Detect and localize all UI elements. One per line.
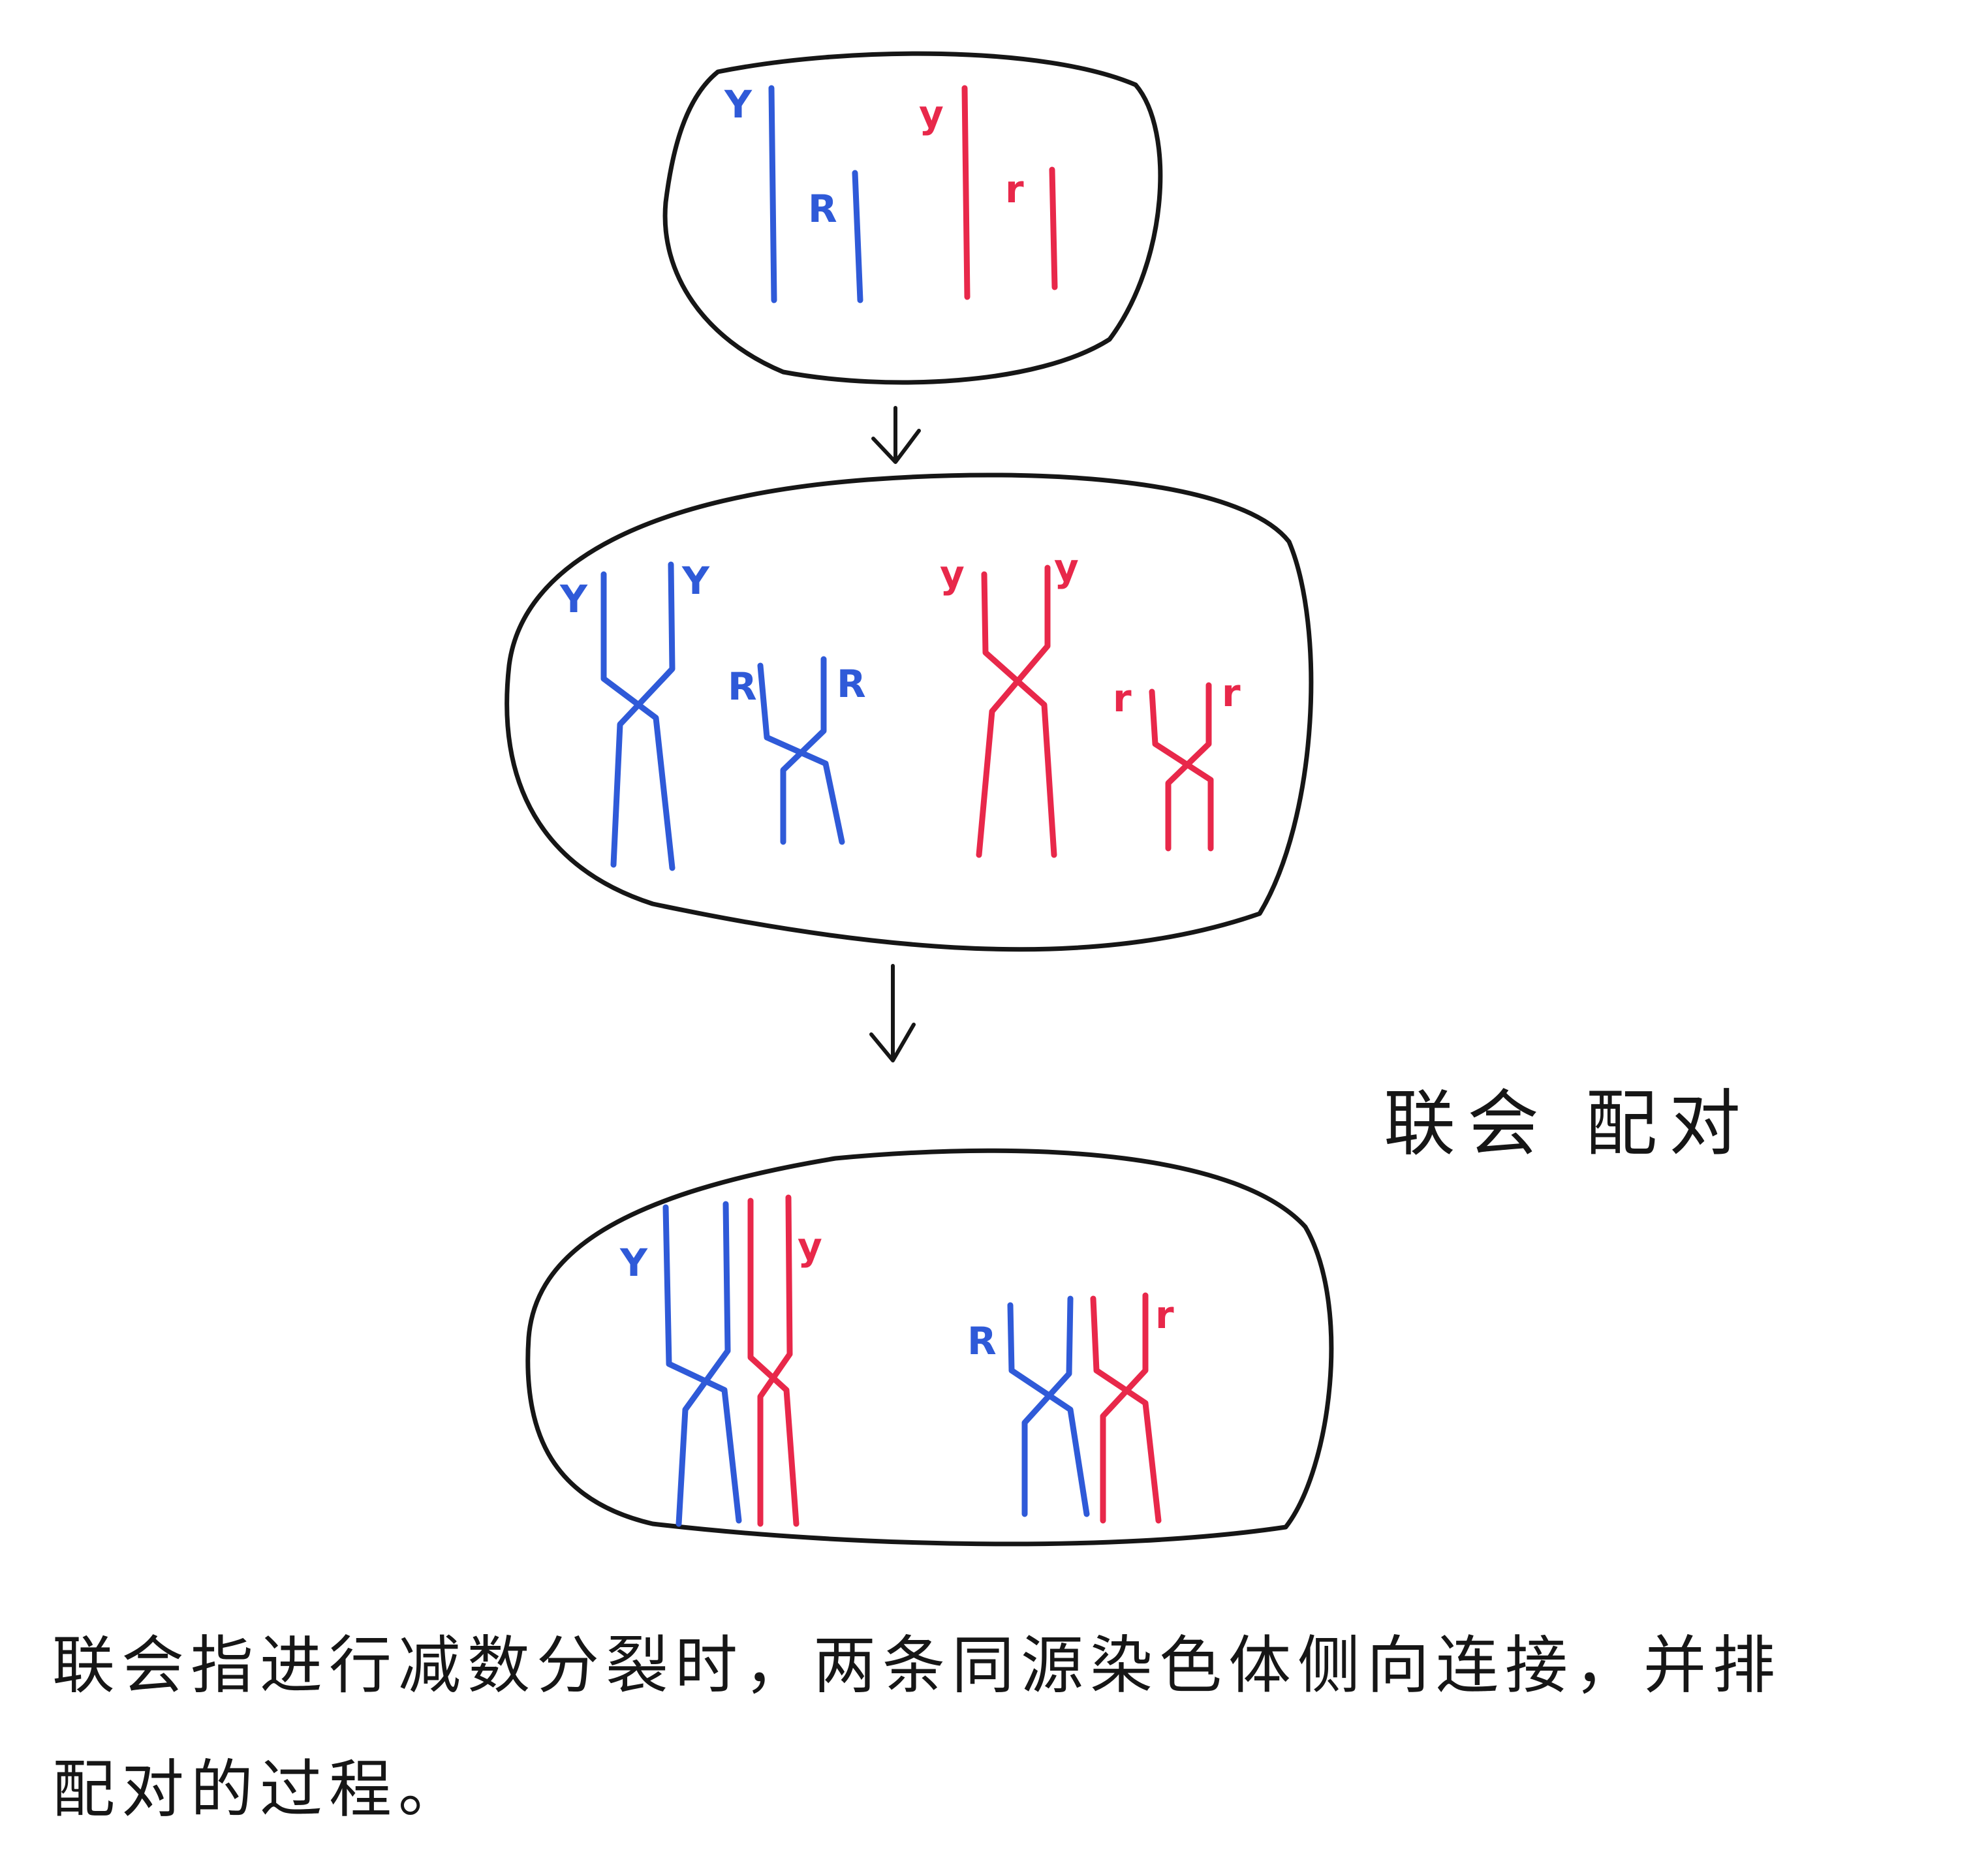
allele-label: Y: [559, 577, 588, 621]
caption-line-2: 配对的过程。: [52, 1753, 467, 1826]
chromosome-blue-Y: [768, 85, 777, 303]
chromatid-pair-blue-R: [757, 656, 845, 845]
allele-label: y: [1054, 546, 1079, 590]
allele-label: Y: [681, 559, 710, 603]
allele-label: r: [1113, 676, 1132, 720]
down-arrow-icon: [869, 964, 916, 1062]
cell-3-tetrads: [662, 1194, 1162, 1527]
side-label: 联会 配对: [1384, 1082, 1752, 1166]
tetrad-R-r: [1007, 1292, 1162, 1524]
allele-label: r: [1005, 167, 1024, 211]
tetrad-Y-y: [662, 1194, 800, 1527]
allele-label: R: [808, 187, 837, 231]
allele-label: Y: [619, 1241, 648, 1285]
allele-label: R: [967, 1319, 997, 1363]
cell-1-allele-labels: Y R y r: [724, 82, 1024, 231]
allele-label: y: [940, 552, 965, 596]
allele-label: Y: [724, 82, 753, 127]
caption-line-1: 联会指进行减数分裂时，两条同源染色体侧向连接，并排: [52, 1629, 1782, 1702]
cell-3-allele-labels: Y y R r: [619, 1224, 1174, 1363]
chromatid-pair-red-y: [976, 564, 1057, 858]
chromosome-red-y: [961, 85, 971, 300]
cell-3-outline: [525, 1148, 1334, 1547]
allele-label: y: [919, 92, 944, 136]
cell-1-chromosomes: [768, 85, 1058, 303]
chromosome-blue-R: [852, 170, 863, 303]
allele-label: R: [837, 662, 866, 706]
allele-label: r: [1222, 671, 1241, 715]
allele-label: R: [728, 664, 757, 709]
cell-2-allele-labels: Y Y R R y y r r: [559, 546, 1241, 720]
chromosome-red-r: [1049, 166, 1058, 290]
chromatid-pair-red-r: [1149, 682, 1214, 852]
cell-2-chromatid-pairs: [600, 561, 1214, 871]
down-arrow-icon: [871, 406, 921, 464]
allele-label: r: [1155, 1293, 1174, 1337]
chromatid-pair-blue-Y: [600, 561, 676, 871]
allele-label: y: [798, 1224, 822, 1269]
cell-2-outline: [505, 472, 1314, 952]
cell-1-outline: [662, 51, 1163, 385]
